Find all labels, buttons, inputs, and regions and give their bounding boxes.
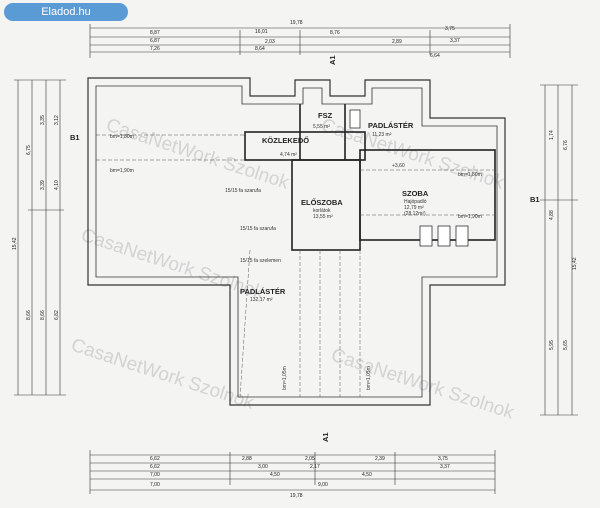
eladod-badge[interactable]: Eladod.hu — [4, 3, 128, 21]
note-bm180-right: bm=1,80m — [458, 172, 482, 178]
note-fa-3: 15/15 fa szelemen — [240, 258, 281, 264]
room-padlaster-main-area: 132,17 m² — [250, 297, 273, 303]
dim-bottom-11: 4,50 — [270, 472, 280, 478]
dim-right-1: 1,74 — [549, 130, 555, 140]
note-bm190-left: bm=1,90m — [110, 168, 134, 174]
room-fsz-name: FSZ — [318, 111, 333, 120]
dim-left-5: 3,39 — [40, 180, 46, 190]
note-bm105-right: bm=1,05m — [366, 366, 372, 390]
dim-right-4: 6,76 — [563, 140, 569, 150]
dim-top-i: 8,64 — [255, 46, 265, 52]
dim-top-g: 2,03 — [265, 39, 275, 45]
note-bm105-left: bm=1,05m — [282, 366, 288, 390]
watermark: CasaNetWork Szolnok — [68, 335, 256, 414]
note-plus360: +3,60 — [392, 163, 405, 169]
dim-bottom-6: 6,62 — [150, 464, 160, 470]
room-padlaster-ne-area: 11,23 m² — [372, 132, 392, 138]
note-fa-1: 15/15 fa szarufa — [225, 188, 261, 194]
marker-b1-left: B1 — [70, 133, 80, 142]
room-fsz-area: 5,55 m² — [313, 124, 330, 130]
dim-top-total: 19,78 — [290, 20, 303, 26]
room-kozlekedo-area: 4,74 m² — [280, 152, 297, 158]
dim-top-a: 8,87 — [150, 30, 160, 36]
dim-left-6: 8,66 — [40, 310, 46, 320]
left-dimension-lines — [14, 79, 66, 396]
dim-top-e: 3,37 — [450, 38, 460, 44]
room-padlaster-main-name: PADLÁSTÉR — [240, 287, 286, 296]
room-szoba-name: SZOBA — [402, 189, 429, 198]
dim-bottom-5: 3,75 — [438, 456, 448, 462]
room-szoba-area2: (28,12m²) — [404, 211, 426, 217]
dim-bottom-13: 7,00 — [150, 482, 160, 488]
bottom-dimension-lines — [89, 450, 496, 494]
dim-bottom-10: 7,00 — [150, 472, 160, 478]
dim-right-6: 5,65 — [563, 340, 569, 350]
note-bm190-right: bm=1,90m — [458, 214, 482, 220]
note-fa-2: 15/15 fa szarufa — [240, 226, 276, 232]
dim-top-j: 6,64 — [430, 53, 440, 59]
dim-left-4: 3,35 — [40, 115, 46, 125]
dim-bottom-7: 3,00 — [258, 464, 268, 470]
room-kozlekedo-name: KÖZLEKEDŐ — [262, 136, 309, 145]
dim-left-1: 15,42 — [12, 237, 18, 250]
marker-a1-top: A1 — [328, 55, 337, 65]
window-symbols — [349, 109, 469, 247]
marker-b1-right: B1 — [530, 195, 540, 204]
dim-top-f: 7,26 — [150, 46, 160, 52]
dim-right-2: 4,88 — [549, 210, 555, 220]
right-dimension-lines — [540, 84, 578, 416]
top-dimension-lines — [89, 24, 511, 58]
room-eloszoba-name: ELŐSZOBA — [301, 198, 343, 207]
dim-left-3: 8,66 — [26, 310, 32, 320]
dim-bottom-3: 2,05 — [305, 456, 315, 462]
dim-bottom-2: 2,88 — [242, 456, 252, 462]
room-eloszoba-area: 13,55 m² — [313, 214, 333, 220]
note-bm180-left: bm=1,80m — [110, 134, 134, 140]
dim-bottom-14: 9,00 — [318, 482, 328, 488]
dim-bottom-total: 19,78 — [290, 493, 303, 499]
dim-bottom-8: 2,17 — [310, 464, 320, 470]
dim-right-3: 5,95 — [549, 340, 555, 350]
outer-walls — [87, 77, 506, 406]
room-eloszoba-note: korlátok — [313, 208, 331, 214]
room-padlaster-ne-name: PADLÁSTÉR — [368, 121, 414, 130]
dim-left-8: 4,10 — [54, 180, 60, 190]
dim-top-16: 16,01 — [255, 29, 268, 35]
dim-top-h: 2,89 — [392, 39, 402, 45]
watermark: CasaNetWork Szolnok — [328, 345, 516, 424]
dim-bottom-1: 6,62 — [150, 456, 160, 462]
watermark: CasaNetWork Szolnok — [103, 115, 291, 194]
marker-a1-bottom: A1 — [321, 432, 330, 442]
room-szoba-note: Hajópadló — [404, 199, 427, 205]
roof-lines — [96, 134, 497, 398]
dim-bottom-9: 3,37 — [440, 464, 450, 470]
dim-bottom-4: 2,39 — [375, 456, 385, 462]
dim-left-9: 6,82 — [54, 310, 60, 320]
dim-bottom-12: 4,50 — [362, 472, 372, 478]
dim-right-5: 15,42 — [572, 257, 578, 270]
dim-left-2: 6,75 — [26, 145, 32, 155]
dim-top-d: 6,87 — [150, 38, 160, 44]
dim-top-b: 8,76 — [330, 30, 340, 36]
dim-top-c: 3,75 — [445, 26, 455, 32]
dim-left-7: 3,12 — [54, 115, 60, 125]
watermark: CasaNetWork Szolnok — [78, 225, 266, 304]
room-szoba-area: 12,79 m² — [404, 205, 424, 211]
